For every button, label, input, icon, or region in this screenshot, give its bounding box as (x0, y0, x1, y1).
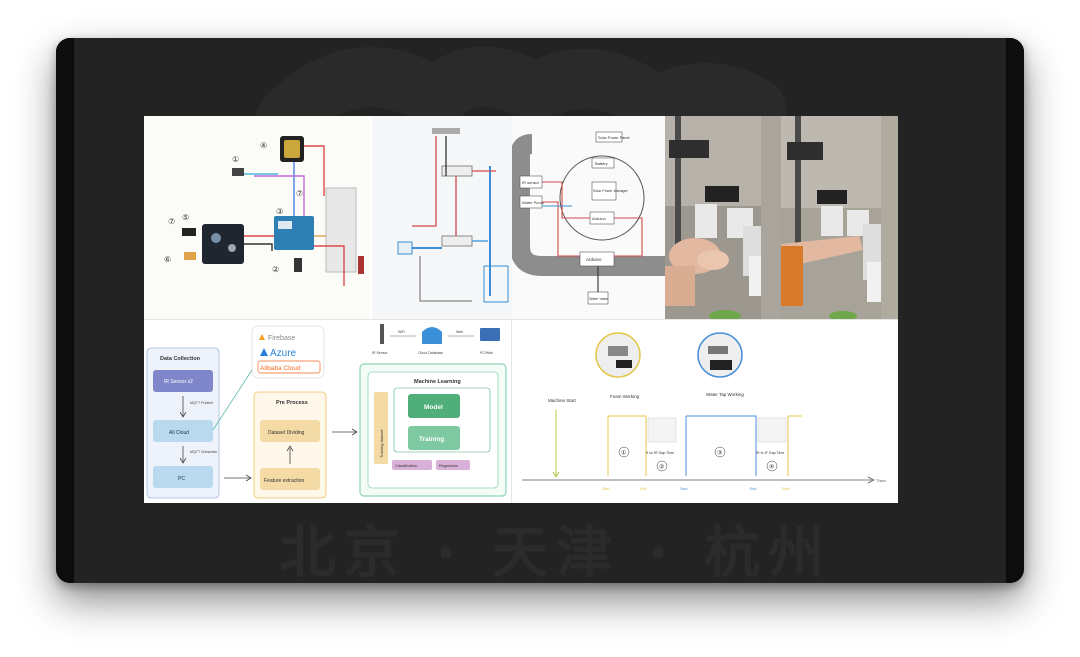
training-node (408, 426, 460, 450)
water-tap-working-label: Water Tap Working (706, 392, 744, 397)
gap-time-1: If no IR Gap Time (646, 451, 674, 455)
slide-divider-h (144, 319, 898, 320)
ir-sensor-node (153, 370, 213, 392)
classification-tag (392, 460, 432, 470)
pc-web-icon (480, 328, 500, 341)
water-valve-label: Water Valve (589, 297, 608, 301)
callout-4: ④ (260, 141, 267, 150)
mqtt-subscribe-label: MQTT Subscribe (190, 450, 217, 454)
callout-7a: ⑦ (168, 217, 175, 226)
pipeline-header: IR Sensor WiFi Cloud Database Web PC/Web (372, 324, 500, 355)
mqtt-publish-label: MQTT Publish (190, 401, 213, 405)
callout-3: ③ (276, 207, 283, 216)
step-2: ② (659, 464, 664, 471)
tick-end-1: End (640, 487, 646, 491)
classification-label: Classification (395, 464, 417, 468)
ali-cloud-node-label: Ali Cloud (169, 430, 189, 436)
location-watermark: 北京 · 天津 · 杭州 (279, 521, 833, 583)
pipeline-ir-sensor: IR Sensor (372, 351, 388, 355)
ml-title: Machine Learning (414, 379, 461, 385)
screen-bezel-right (1006, 38, 1024, 583)
system-architecture-diagram: Data Collection IR Sensor x2 MQTT Publis… (146, 324, 507, 499)
slide-divider-v (511, 320, 512, 503)
regression-label: Regression (439, 464, 458, 468)
callout-6: ⑥ (164, 255, 171, 264)
training-dataset-label: Training dataset (379, 429, 384, 458)
ir-sensor-icon (380, 324, 384, 344)
callout-1: ① (232, 155, 239, 164)
tick-start-2: Start (680, 487, 688, 491)
handwashing-photo-1 (665, 116, 781, 320)
feature-extraction-label: Feature extraction (264, 478, 305, 484)
battery-label: Battery (595, 161, 608, 166)
model-label: Model (424, 404, 443, 411)
slide-content: ① ② ③ ④ ⑤ ⑥ ⑦ ⑦ (144, 116, 898, 503)
pipe-shape (512, 156, 665, 276)
pipeline-cloud-database: Cloud Database (418, 351, 443, 355)
model-node (408, 394, 460, 418)
block-diagram: Solar Power Panel Battery Solar Power Ma… (512, 131, 665, 305)
block-diagram-panel: Solar Power Panel Battery Solar Power Ma… (512, 116, 665, 320)
feature-extraction-node (260, 468, 320, 490)
arduino-label-1: Arduino (592, 216, 607, 221)
ali-cloud-node (153, 420, 213, 442)
foam-working-label: Foam Working (610, 394, 640, 399)
pc-node-label: PC (178, 476, 185, 482)
gap-time-2: IR to IF Gap Time (756, 451, 784, 455)
pc-node (153, 466, 213, 488)
water-pump-label: Water Pump (522, 200, 545, 205)
cloud-database-icon (422, 327, 442, 344)
step-4: ④ (769, 464, 774, 471)
screen-bezel-left (56, 38, 74, 583)
callout-numbers: ① ② ③ ④ ⑤ ⑥ ⑦ ⑦ (164, 141, 303, 274)
solar-manager-label: Solar Power Manager (593, 189, 629, 193)
system-architecture-panel: Data Collection IR Sensor x2 MQTT Publis… (144, 320, 512, 503)
timing-diagram: T/sec Machine Start Foam Working Water T… (522, 332, 886, 491)
dataset-dividing-node (260, 420, 320, 442)
photo-illustration-1 (665, 116, 781, 320)
dataset-dividing-label: Dataset Dividing (268, 430, 305, 436)
azure-icon (260, 348, 268, 356)
regression-tag (436, 460, 470, 470)
alibaba-cloud-label: Alibaba Cloud (260, 365, 301, 372)
training-label: Training (419, 436, 444, 443)
breadboard (325, 187, 357, 273)
water-tap-icon (697, 332, 743, 378)
callout-7b: ⑦ (296, 189, 303, 198)
driver-board (202, 224, 244, 264)
ir-sensor-label: IR sensor (522, 180, 540, 185)
firebase-icon (259, 334, 265, 340)
arduino-label-2: Arduino (586, 257, 602, 262)
tick-start-3: Start (782, 487, 790, 491)
azure-label: Azure (270, 348, 297, 359)
tick-start-1: Start (602, 487, 610, 491)
solar-panel-label: Solar Power Panel (598, 136, 630, 140)
step-3: ③ (717, 450, 722, 457)
circuit-diagram-panel: ① ② ③ ④ ⑤ ⑥ ⑦ ⑦ (144, 116, 370, 320)
data-collection-title: Data Collection (160, 356, 201, 362)
callout-2: ② (272, 265, 279, 274)
pipeline-pc-web: PC/Web (480, 351, 493, 355)
machine-start-label: Machine Start (548, 398, 577, 403)
preprocess-title: Pre Process (276, 400, 308, 406)
firebase-label: Firebase (268, 335, 295, 342)
pipeline-web: Web (456, 330, 463, 334)
wiring-diagram-panel (372, 116, 512, 320)
circuit-diagram: ① ② ③ ④ ⑤ ⑥ ⑦ ⑦ (164, 136, 364, 286)
time-axis-label: T/sec (876, 478, 886, 483)
ir-sensor-node-label: IR Sensor x2 (164, 379, 193, 385)
timing-diagram-panel: T/sec Machine Start Foam Working Water T… (512, 320, 898, 503)
step-1: ① (621, 450, 626, 457)
tick-end-2: End (750, 487, 756, 491)
presentation-screen: 北京 · 天津 · 杭州 (56, 38, 1024, 583)
photo-illustration-2 (781, 116, 898, 320)
handwashing-photo-2 (781, 116, 898, 320)
wiring-diagram (397, 128, 509, 303)
callout-5: ⑤ (182, 213, 189, 222)
pipeline-wifi: WiFi (398, 330, 405, 334)
